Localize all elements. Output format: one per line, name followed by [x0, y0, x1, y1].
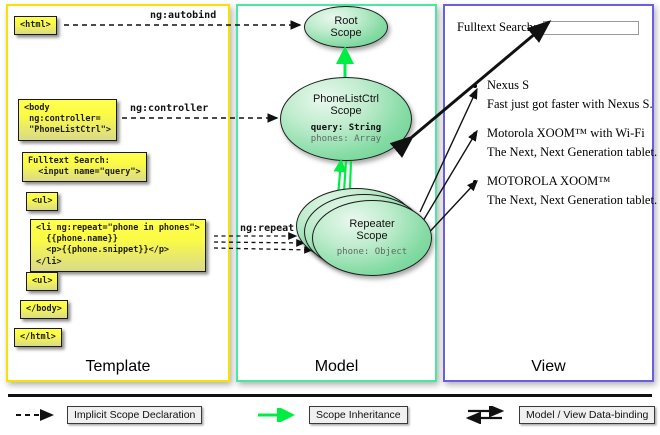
legend: Implicit Scope Declaration Scope Inherit… [0, 402, 660, 432]
code-box-html-close: </html> [14, 328, 62, 348]
prop-phone: phone: Object [336, 247, 408, 258]
code-box-li-repeat: <li ng:repeat="phone in phones"> {{phone… [30, 219, 206, 272]
view-content: Fulltext Search: Nexus S Fast just got f… [445, 6, 657, 380]
legend-label: Implicit Scope Declaration [67, 406, 203, 424]
list-item: Nexus S Fast just got faster with Nexus … [487, 78, 660, 112]
dashed-arrow-icon [16, 409, 54, 421]
phone-snippet: Fast just got faster with Nexus S. [487, 97, 653, 111]
phone-snippet: The Next, Next Generation tablet. [487, 193, 658, 207]
code-box-ul-close: <ul> [26, 272, 59, 292]
phone-name: Motorola XOOM™ with Wi-Fi [487, 126, 645, 140]
green-arrow-icon [258, 408, 295, 422]
panel-view-label: View [531, 358, 566, 375]
code-box-ul-open: <ul> [26, 192, 59, 212]
fulltext-search-row: Fulltext Search: [457, 20, 639, 35]
legend-item-model-view-data-binding: Model / View Data-binding [466, 406, 656, 424]
list-item: Motorola XOOM™ with Wi-Fi The Next, Next… [487, 126, 660, 160]
panel-model-label: Model [314, 358, 359, 375]
phone-name: Nexus S [487, 78, 530, 92]
code-box-fulltext-search: Fulltext Search: <input name="query"> [22, 152, 147, 183]
legend-label: Model / View Data-binding [519, 406, 656, 424]
phone-snippet: The Next, Next Generation tablet. [487, 145, 658, 159]
legend-divider [8, 394, 652, 397]
phone-list: Nexus S Fast just got faster with Nexus … [471, 78, 660, 222]
legend-item-scope-inheritance: Scope Inheritance [256, 406, 408, 424]
double-arrow-icon [466, 406, 505, 424]
phone-name: MOTOROLA XOOM™ [487, 174, 611, 188]
list-item: MOTOROLA XOOM™ The Next, Next Generation… [487, 174, 660, 208]
panel-view: Fulltext Search: Nexus S Fast just got f… [443, 4, 657, 382]
search-input[interactable] [542, 20, 639, 35]
scope-phonelistctrl-props: query: String phones: Array [311, 123, 381, 146]
code-box-body-open: <body ng:controller= "PhoneListCtrl"> [18, 99, 117, 141]
panel-template-label: Template [85, 358, 151, 375]
code-box-html-open: <html> [14, 16, 57, 36]
fulltext-search-label: Fulltext Search: [457, 20, 537, 34]
legend-label: Scope Inheritance [309, 406, 408, 424]
legend-item-implicit-scope-declaration: Implicit Scope Declaration [14, 406, 203, 424]
prop-phones: phones: Array [310, 133, 382, 144]
scope-repeater-props: phone: Object [337, 247, 407, 258]
code-box-body-close: </body> [20, 300, 68, 320]
prop-query: query: String [310, 122, 382, 133]
